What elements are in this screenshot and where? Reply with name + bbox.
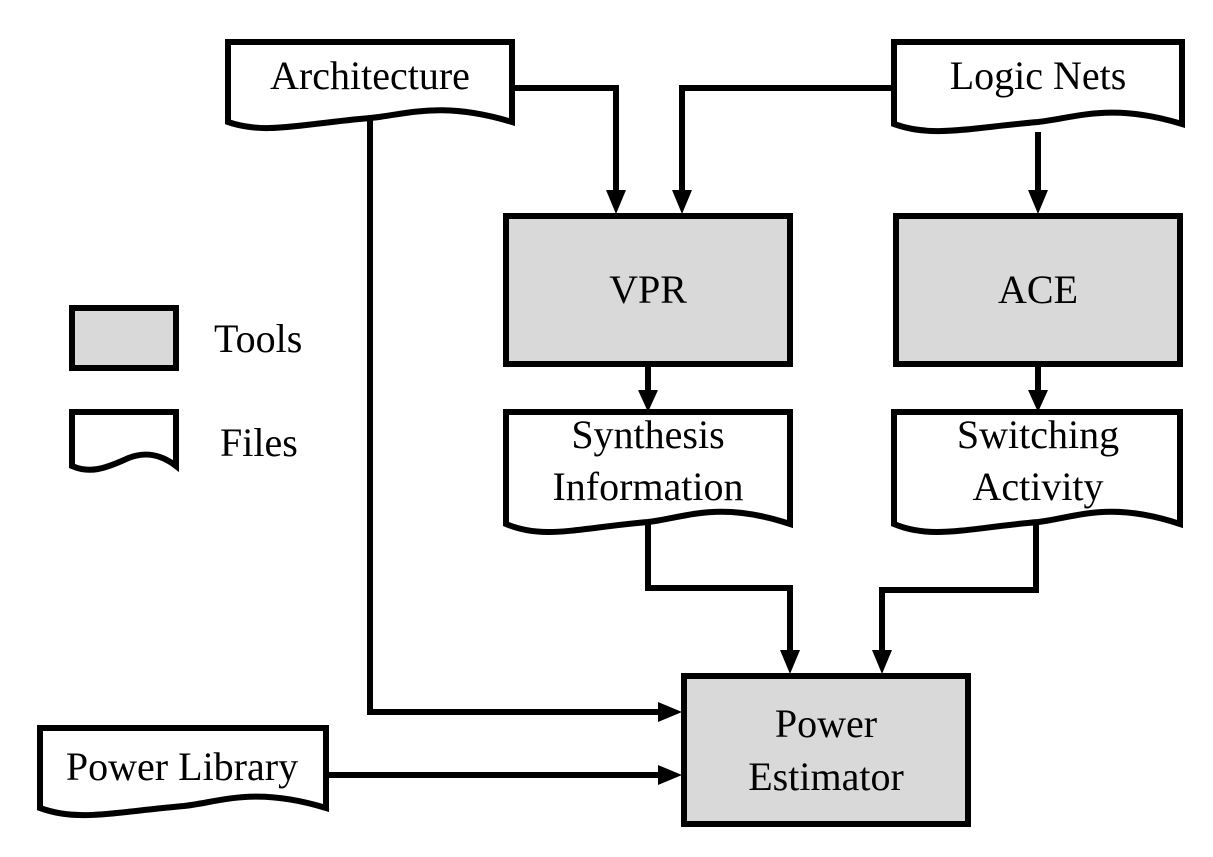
file-shape (37, 725, 329, 819)
legend-tool-swatch (69, 305, 179, 371)
node-label: VPR (609, 267, 687, 312)
edge-logic-nets-to-vpr (679, 85, 894, 192)
file-shape (891, 409, 1183, 535)
node-vpr: VPR (503, 213, 793, 367)
node-logic-nets: Logic Nets (891, 39, 1185, 135)
arrowhead-synthesis-to-power-estimator (780, 650, 800, 674)
edge-synthesis-to-power-estimator (645, 524, 793, 652)
node-label: Power Library (66, 744, 298, 789)
legend-file-swatch (69, 409, 179, 473)
node-switching-activity: Switching Activity (891, 409, 1183, 535)
node-ace: ACE (893, 213, 1183, 367)
node-label-line-2: Information (552, 464, 743, 509)
node-label: Architecture (270, 53, 470, 98)
tool-box (681, 673, 971, 827)
node-power-estimator: Power Estimator (681, 673, 971, 827)
edge-architecture-to-power-estimator (367, 120, 660, 715)
node-label-line-2: Estimator (748, 754, 904, 799)
node-label: ACE (998, 267, 1078, 312)
arrowhead-logic-nets-to-vpr (672, 190, 692, 214)
edges (326, 85, 1048, 785)
node-label-line-1: Synthesis (571, 412, 724, 457)
node-architecture: Architecture (225, 39, 515, 132)
node-label-line-1: Power (775, 701, 877, 746)
arrowhead-architecture-to-power-estimator (658, 702, 682, 722)
tool-box (893, 213, 1183, 367)
arrowhead-logic-nets-to-ace (1028, 190, 1048, 214)
legend: Tools Files (69, 305, 302, 473)
arrowhead-power-library-to-power-estimator (658, 765, 682, 785)
tool-box (503, 213, 793, 367)
edge-switching-to-power-estimator (879, 524, 1039, 652)
node-label-line-1: Switching (957, 412, 1119, 457)
legend-files-label: Files (220, 420, 298, 465)
node-synthesis-information: Synthesis Information (503, 409, 793, 535)
file-shape (225, 39, 515, 132)
arrowhead-ace-to-switching (1028, 390, 1048, 412)
file-shape (891, 39, 1185, 135)
node-power-library: Power Library (37, 725, 329, 819)
arrowhead-switching-to-power-estimator (872, 650, 892, 674)
node-label: Logic Nets (950, 53, 1127, 98)
arrowhead-architecture-to-vpr (606, 190, 626, 214)
legend-tools-label: Tools (214, 316, 302, 361)
edge-architecture-to-vpr (512, 85, 619, 192)
node-label-line-2: Activity (972, 464, 1103, 509)
arrowhead-vpr-to-synthesis (638, 390, 658, 412)
file-shape (503, 409, 793, 535)
